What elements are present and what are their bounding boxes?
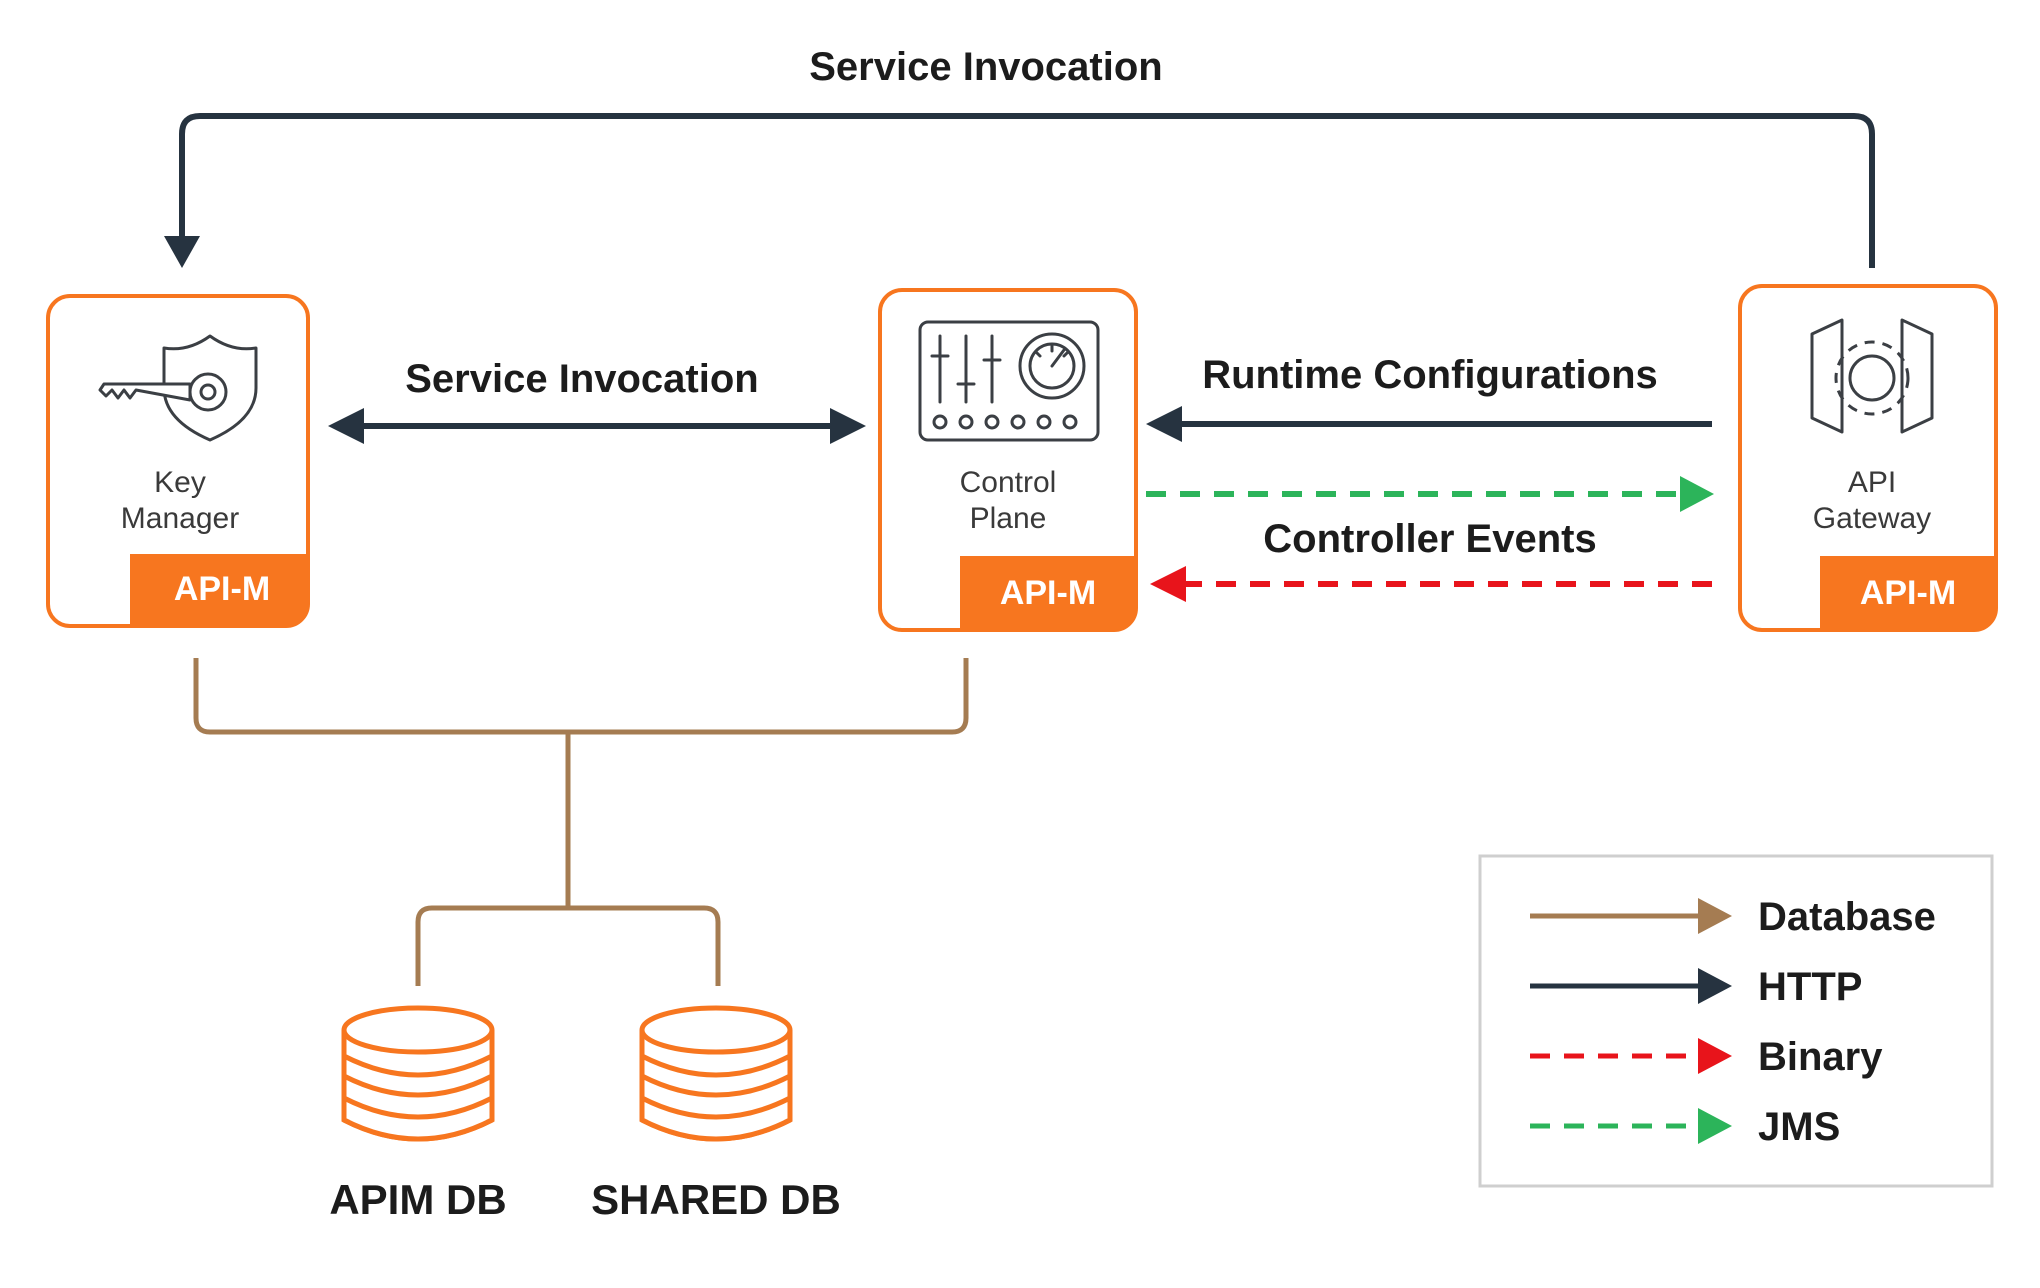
key-manager-badge: API-M: [174, 570, 270, 608]
control-plane-badge: API-M: [1000, 574, 1096, 612]
node-key-manager[interactable]: API-M Key Manager: [46, 294, 310, 628]
label-controller-events: Controller Events: [1263, 517, 1596, 561]
legend: Database HTTP Binary JMS: [1478, 854, 1994, 1188]
legend-item-http: HTTP: [1530, 965, 1862, 1009]
database-connectors: [193, 658, 969, 986]
legend-label-http: HTTP: [1758, 965, 1862, 1009]
apim-db[interactable]: APIM DB: [329, 1005, 507, 1223]
edge-runtime-configurations: [1146, 406, 1712, 442]
api-gateway-badge: API-M: [1860, 574, 1956, 612]
label-runtime-configurations: Runtime Configurations: [1202, 353, 1658, 397]
label-top-service-invocation: Service Invocation: [809, 45, 1162, 89]
node-api-gateway[interactable]: API-M API Gateway: [1738, 284, 1998, 632]
legend-label-database: Database: [1758, 895, 1936, 939]
key-shield-icon: [98, 334, 258, 442]
node-control-plane[interactable]: API-M Control Plane: [878, 288, 1138, 632]
key-manager-label-line1: Key: [154, 466, 206, 499]
legend-item-jms: JMS: [1530, 1105, 1840, 1149]
key-manager-label-line2: Manager: [121, 502, 239, 535]
legend-label-binary: Binary: [1758, 1035, 1883, 1079]
database-icon: [639, 1005, 793, 1142]
shared-db-label: SHARED DB: [591, 1176, 841, 1223]
database-icon: [341, 1005, 495, 1142]
control-plane-label-line2: Plane: [970, 502, 1047, 535]
gateway-gear-icon: [1810, 318, 1934, 434]
apim-db-label: APIM DB: [329, 1176, 506, 1223]
legend-label-jms: JMS: [1758, 1105, 1840, 1149]
edge-jms: [1146, 476, 1714, 512]
legend-item-binary: Binary: [1530, 1035, 1883, 1079]
edge-binary: [1150, 566, 1712, 602]
label-km-cp-invocation: Service Invocation: [405, 357, 758, 401]
api-gateway-label-line1: API: [1848, 466, 1896, 499]
shared-db[interactable]: SHARED DB: [591, 1005, 841, 1223]
control-plane-label-line1: Control: [960, 466, 1057, 499]
legend-item-database: Database: [1530, 895, 1936, 939]
control-panel-icon: [918, 320, 1100, 442]
edge-km-cp-invocation: [328, 408, 866, 444]
edge-top-service-invocation: [164, 113, 1875, 268]
api-gateway-label-line2: Gateway: [1813, 502, 1931, 535]
